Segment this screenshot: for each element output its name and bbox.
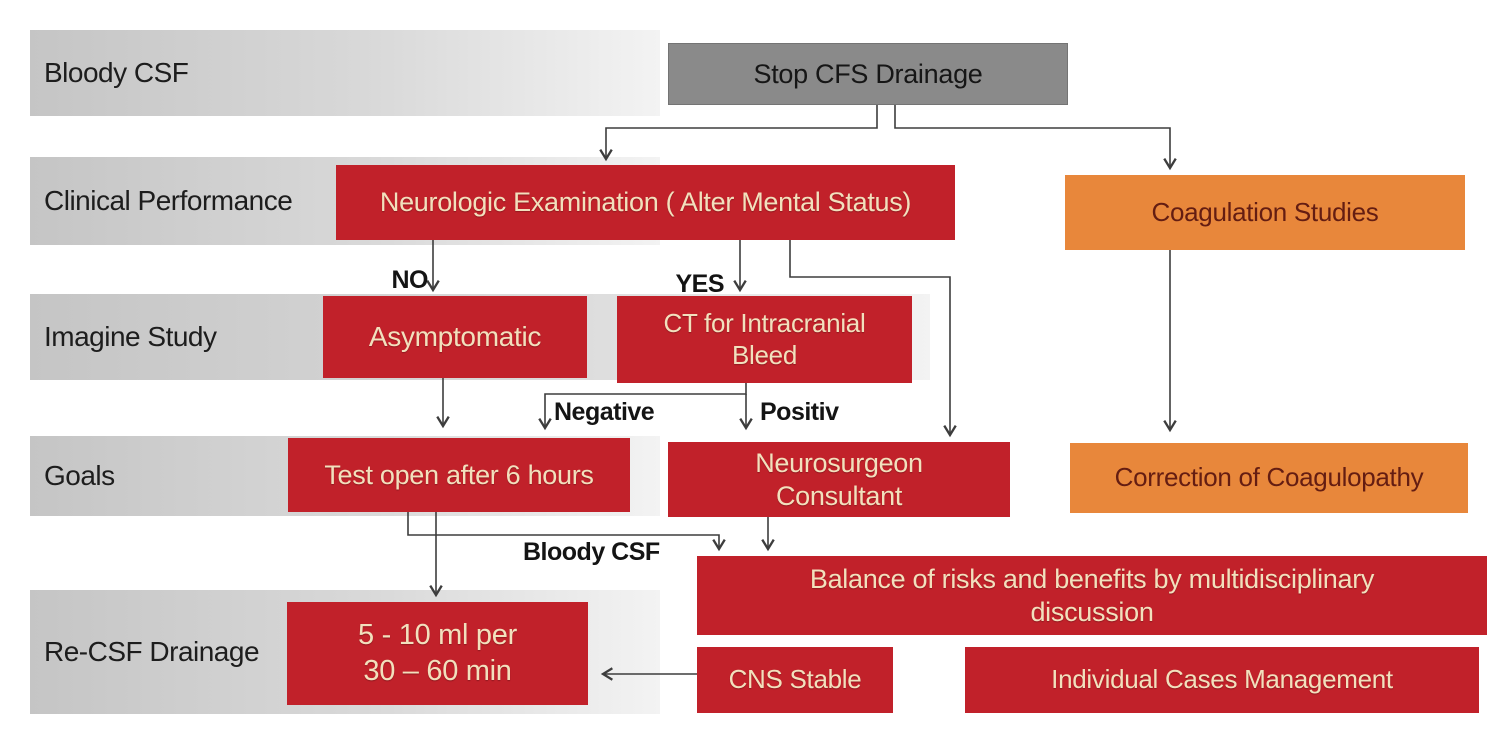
node-stop-cfs-drainage: Stop CFS Drainage — [668, 43, 1068, 105]
edge-label-positive: Positiv — [760, 398, 839, 426]
node-five-ten-ml: 5 - 10 ml per 30 – 60 min — [287, 602, 588, 705]
edge-label-yes: YES — [675, 270, 724, 298]
row-label: Goals — [44, 460, 115, 491]
edge-label-bloody-csf: Bloody CSF — [523, 538, 660, 566]
node-coagulation-studies: Coagulation Studies — [1065, 175, 1465, 250]
node-correction-of-coagulopathy: Correction of Coagulopathy — [1070, 443, 1468, 513]
node-label: Neurosurgeon Consultant — [755, 447, 923, 511]
node-label: Coagulation Studies — [1151, 196, 1379, 227]
row-label: Clinical Performance — [44, 185, 293, 216]
node-label: Individual Cases Management — [1051, 664, 1393, 695]
node-neurologic-examination: Neurologic Examination ( Alter Mental St… — [336, 165, 955, 240]
node-label-line2: 30 – 60 min — [363, 654, 512, 687]
node-test-open-after-6-hours: Test open after 6 hours — [288, 438, 630, 512]
row-label: Re-CSF Drainage — [44, 636, 260, 667]
row-label: Bloody CSF — [44, 57, 189, 88]
node-ct-intracranial-bleed: CT for Intracranial Bleed — [617, 296, 912, 383]
node-individual-cases-management: Individual Cases Management — [965, 647, 1479, 713]
row-band-bloody-csf: Bloody CSF — [30, 30, 660, 116]
node-asymptomatic: Asymptomatic — [323, 296, 587, 378]
row-label: Imagine Study — [44, 321, 217, 352]
node-balance-of-risks: Balance of risks and benefits by multidi… — [697, 556, 1487, 635]
node-label: Balance of risks and benefits by multidi… — [809, 563, 1375, 627]
node-label: Stop CFS Drainage — [753, 58, 983, 89]
edge-label-negative: Negative — [554, 398, 655, 426]
node-label: CT for Intracranial Bleed — [663, 307, 866, 370]
edge-label-no: NO — [391, 266, 429, 294]
node-label: Asymptomatic — [368, 320, 542, 352]
node-label: Correction of Coagulopathy — [1114, 462, 1424, 493]
node-neurosurgeon-consultant: Neurosurgeon Consultant — [668, 442, 1010, 517]
connector-stop-to-coagulation — [894, 105, 1177, 171]
node-label-line1: 5 - 10 ml per — [358, 619, 517, 652]
node-cns-stable: CNS Stable — [697, 647, 893, 713]
node-label: Neurologic Examination ( Alter Mental St… — [379, 187, 912, 218]
node-label: Test open after 6 hours — [324, 459, 594, 490]
node-label: CNS Stable — [728, 664, 862, 695]
